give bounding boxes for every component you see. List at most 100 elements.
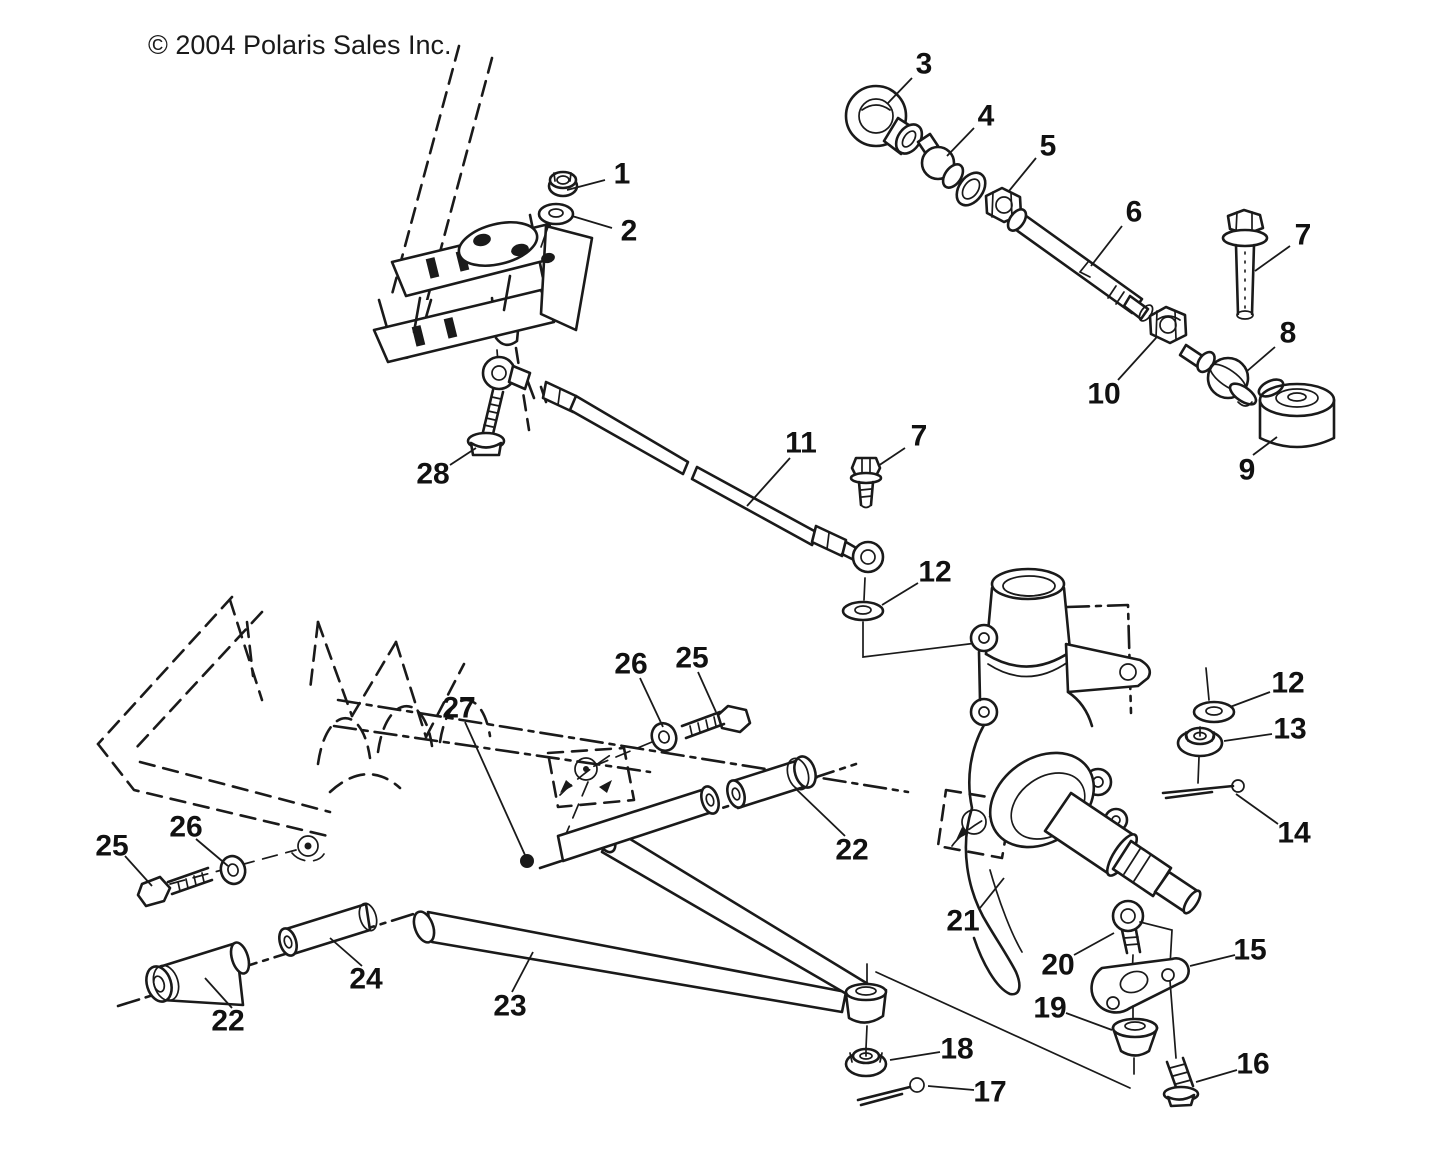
callout-leader-8-7	[1245, 346, 1276, 373]
callout-label-28-12: 28	[416, 458, 449, 491]
part-27-pivot-point	[520, 854, 534, 868]
callout-label-25-31: 25	[95, 830, 128, 863]
callout-leader-27-30	[464, 721, 526, 856]
steering-column	[372, 44, 594, 432]
a-arm-front-tube	[426, 910, 848, 1014]
part-18-castle-nut	[844, 1047, 888, 1078]
callout-leader-16-18	[1195, 1069, 1238, 1083]
callout-leader-13-15	[1223, 733, 1273, 742]
callout-label-6-5: 6	[1126, 196, 1143, 229]
part-25-bolt-left	[136, 866, 214, 908]
callout-leader-4-3	[946, 127, 975, 157]
callout-leader-22-24	[794, 787, 846, 837]
callout-leader-15-17	[1189, 954, 1236, 967]
callout-leader-12-14	[1229, 691, 1271, 708]
callout-leader-26-29	[639, 677, 664, 728]
callout-leader-11-10	[746, 457, 791, 507]
part-3-rod-end	[844, 84, 924, 156]
callout-label-11-10: 11	[785, 427, 817, 460]
part-17-cotter-pin	[856, 1077, 925, 1107]
part-7-bolt-mid	[849, 456, 883, 509]
callout-label-19-21: 19	[1033, 992, 1066, 1025]
callout-label-25-28: 25	[675, 642, 708, 675]
callout-label-26-29: 26	[614, 648, 647, 681]
copyright-notice: © 2004 Polaris Sales Inc.	[148, 30, 452, 60]
callout-label-13-15: 13	[1273, 713, 1306, 746]
callout-leader-7-11	[877, 447, 906, 467]
callout-leader-6-5	[1090, 225, 1123, 267]
a-arm-ball-housing	[844, 963, 888, 1049]
part-15-plate	[1090, 957, 1190, 1059]
a-arm	[116, 755, 1131, 1107]
callout-label-22-25: 22	[211, 1005, 244, 1038]
part-7-bolt-top	[1221, 208, 1269, 320]
callout-label-23-26: 23	[493, 990, 526, 1023]
callout-label-1-0: 1	[614, 158, 631, 191]
part-8-ball-joint	[1178, 343, 1258, 407]
callout-label-8-7: 8	[1280, 317, 1297, 350]
part-6-tie-rod-shaft	[1006, 208, 1154, 322]
callout-leader-25-28	[697, 671, 717, 713]
callout-leader-25-31	[124, 855, 153, 887]
callout-leader-19-21	[1065, 1012, 1113, 1031]
callout-label-16-18: 16	[1236, 1048, 1269, 1081]
callout-leader-5-4	[1008, 157, 1037, 192]
callout-label-4-3: 4	[978, 100, 995, 133]
callout-leader-18-20	[889, 1051, 941, 1061]
callout-leader-9-8	[1252, 436, 1278, 456]
callout-label-12-14: 12	[1271, 667, 1304, 700]
steering-rod-end	[466, 349, 532, 457]
part-20-bolt	[1111, 899, 1173, 979]
part-25-bolt-mid	[680, 704, 752, 740]
callout-label-24-27: 24	[349, 963, 383, 996]
part-22-sleeve-left	[145, 941, 251, 1007]
part-10-nut	[1148, 305, 1188, 345]
callout-label-7-11: 7	[911, 420, 928, 453]
callout-leader-14-16	[1235, 793, 1279, 825]
part-26-washer-left	[219, 854, 247, 886]
tie-rod	[526, 380, 885, 574]
callout-label-17-19: 17	[973, 1076, 1006, 1109]
callout-leader-17-19	[927, 1085, 975, 1091]
callout-label-22-24: 22	[835, 834, 868, 867]
part-12-washer-lower	[1192, 667, 1236, 724]
callout-leader-10-9	[1117, 337, 1157, 381]
part-1-nut	[547, 170, 579, 198]
part-19-bushing-cap	[1111, 1005, 1159, 1075]
callout-leader-3-2	[887, 77, 913, 104]
callout-label-14-16: 14	[1277, 817, 1311, 850]
callout-leader-12-13	[881, 582, 919, 606]
callout-label-3-2: 3	[916, 48, 933, 81]
part-16-bolt	[1162, 1056, 1200, 1108]
callout-label-10-9: 10	[1087, 378, 1120, 411]
callout-label-12-13: 12	[918, 556, 951, 589]
part-12-washer-upper	[841, 577, 986, 658]
callout-leader-7-6	[1254, 245, 1291, 272]
frame-pivot-hole	[291, 835, 325, 862]
callout-label-26-32: 26	[169, 811, 202, 844]
callout-leader-28-12	[449, 447, 477, 466]
callout-leader-1-0	[566, 179, 606, 191]
callout-leader-20-22	[1073, 932, 1115, 956]
callout-label-20-22: 20	[1041, 949, 1074, 982]
callout-leader-23-26	[511, 951, 534, 993]
callout-label-9-8: 9	[1239, 454, 1256, 487]
part-22-sleeve-right	[726, 755, 817, 810]
part-9-bushing	[1257, 378, 1336, 449]
part-24-pivot-tube	[278, 902, 378, 957]
part-2-washer	[537, 202, 575, 248]
callout-leader-21-23	[979, 877, 1005, 909]
clamp-block	[539, 224, 594, 332]
callout-label-18-20: 18	[940, 1033, 973, 1066]
arrow-icon	[560, 780, 573, 793]
steering-knuckle	[964, 567, 1202, 996]
callout-label-2-1: 2	[621, 215, 638, 248]
callout-label-15-17: 15	[1233, 934, 1266, 967]
callout-leader-24-27	[329, 937, 363, 967]
callout-leader-2-1	[571, 215, 613, 229]
callout-leader-22-25	[204, 977, 233, 1009]
frame-reference	[96, 595, 1014, 885]
callout-label-27-30: 27	[442, 692, 475, 725]
